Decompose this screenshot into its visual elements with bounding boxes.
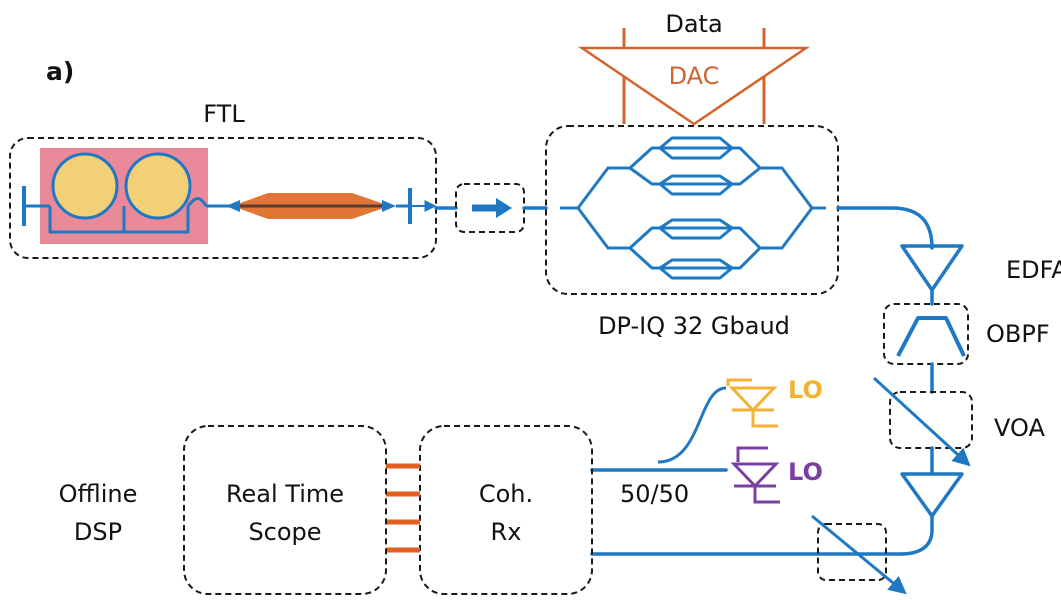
ring-resonator-2: [124, 152, 192, 220]
lo-top: LO: [726, 376, 823, 428]
dac-block: Data DAC: [577, 10, 811, 126]
lo-top-lead-bottom: [751, 410, 778, 428]
modulator-frame: [545, 125, 839, 295]
lo-top-diode-icon: [728, 386, 778, 413]
ring-bus-waveguide: [48, 206, 190, 234]
scope-frame: [183, 425, 387, 595]
lo-bottom-label: LO: [788, 458, 823, 486]
panel-label: a): [46, 57, 74, 86]
mzm-bottom-inner: [628, 246, 762, 270]
dac-label: DAC: [669, 62, 720, 90]
edfa-1: EDFA: [900, 244, 1061, 292]
rx-label-line2: Rx: [491, 518, 522, 546]
dac-triangle: [577, 46, 811, 126]
scope-label-line1: Real Time: [226, 480, 344, 508]
isolator: [434, 183, 548, 233]
real-time-scope: Real Time Scope: [183, 425, 387, 595]
lo-bottom-diode-icon: [730, 462, 780, 489]
tap-arrow: [811, 514, 907, 595]
fiber-lo-top: [657, 386, 727, 464]
ftl-block: FTL: [9, 100, 437, 259]
edfa-label: EDFA: [1006, 256, 1061, 284]
isolator-arrow-icon: [496, 198, 512, 218]
scope-links: [386, 463, 420, 553]
mzm-top-outer: [576, 146, 814, 209]
lo-top-lead-top: [726, 378, 752, 386]
lo-bottom: LO: [730, 446, 823, 504]
child-mzi-3: [659, 218, 733, 240]
obpf-frame: [883, 303, 969, 365]
splitter-label: 50/50: [620, 480, 689, 508]
rx-frame: [419, 425, 593, 595]
mzm-bottom-outer: [576, 207, 814, 250]
data-label: Data: [665, 10, 722, 38]
obpf-label: OBPF: [986, 320, 1050, 348]
offline-dsp-line2: DSP: [74, 518, 122, 546]
scope-label-line2: Scope: [248, 518, 321, 546]
taper-left: [226, 200, 240, 212]
mzm-top-inner: [629, 166, 761, 186]
lo-bottom-lead-top: [736, 446, 768, 462]
tap-frame: [817, 523, 887, 581]
modulator-label: DP-IQ 32 Gbaud: [598, 312, 790, 340]
lo-top-label: LO: [788, 376, 823, 404]
voa-frame: [889, 391, 973, 449]
voa-label: VOA: [994, 414, 1045, 442]
dp-iq-modulator: DP-IQ 32 Gbaud: [545, 125, 839, 340]
ftl-frame: [9, 137, 437, 259]
ftl-label: FTL: [203, 100, 245, 128]
coherent-rx: Coh. Rx: [419, 425, 593, 595]
obpf: OBPF: [883, 303, 1050, 365]
fiber-mod-to-edfa: [836, 206, 934, 250]
fiber-edfa2-to-rx: [590, 514, 934, 556]
chip-output-bend: [186, 197, 208, 207]
voa-attenuator-arrow: [872, 376, 971, 467]
obpf-filter-icon: [896, 316, 966, 357]
rx-label-line1: Coh.: [479, 480, 533, 508]
edfa-1-amplifier-icon: [900, 244, 964, 292]
child-mzi-2: [659, 174, 733, 196]
taper-right: [382, 200, 396, 212]
offline-dsp-line1: Offline: [59, 480, 138, 508]
lo-bottom-lead-bottom: [753, 486, 780, 504]
voa: VOA: [872, 376, 1045, 467]
ring-resonator-1: [51, 152, 119, 220]
child-mzi-1: [659, 136, 733, 160]
tap-coupler: [811, 514, 907, 595]
edfa-2-amplifier-icon: [900, 472, 964, 518]
child-mzi-4: [659, 258, 733, 280]
